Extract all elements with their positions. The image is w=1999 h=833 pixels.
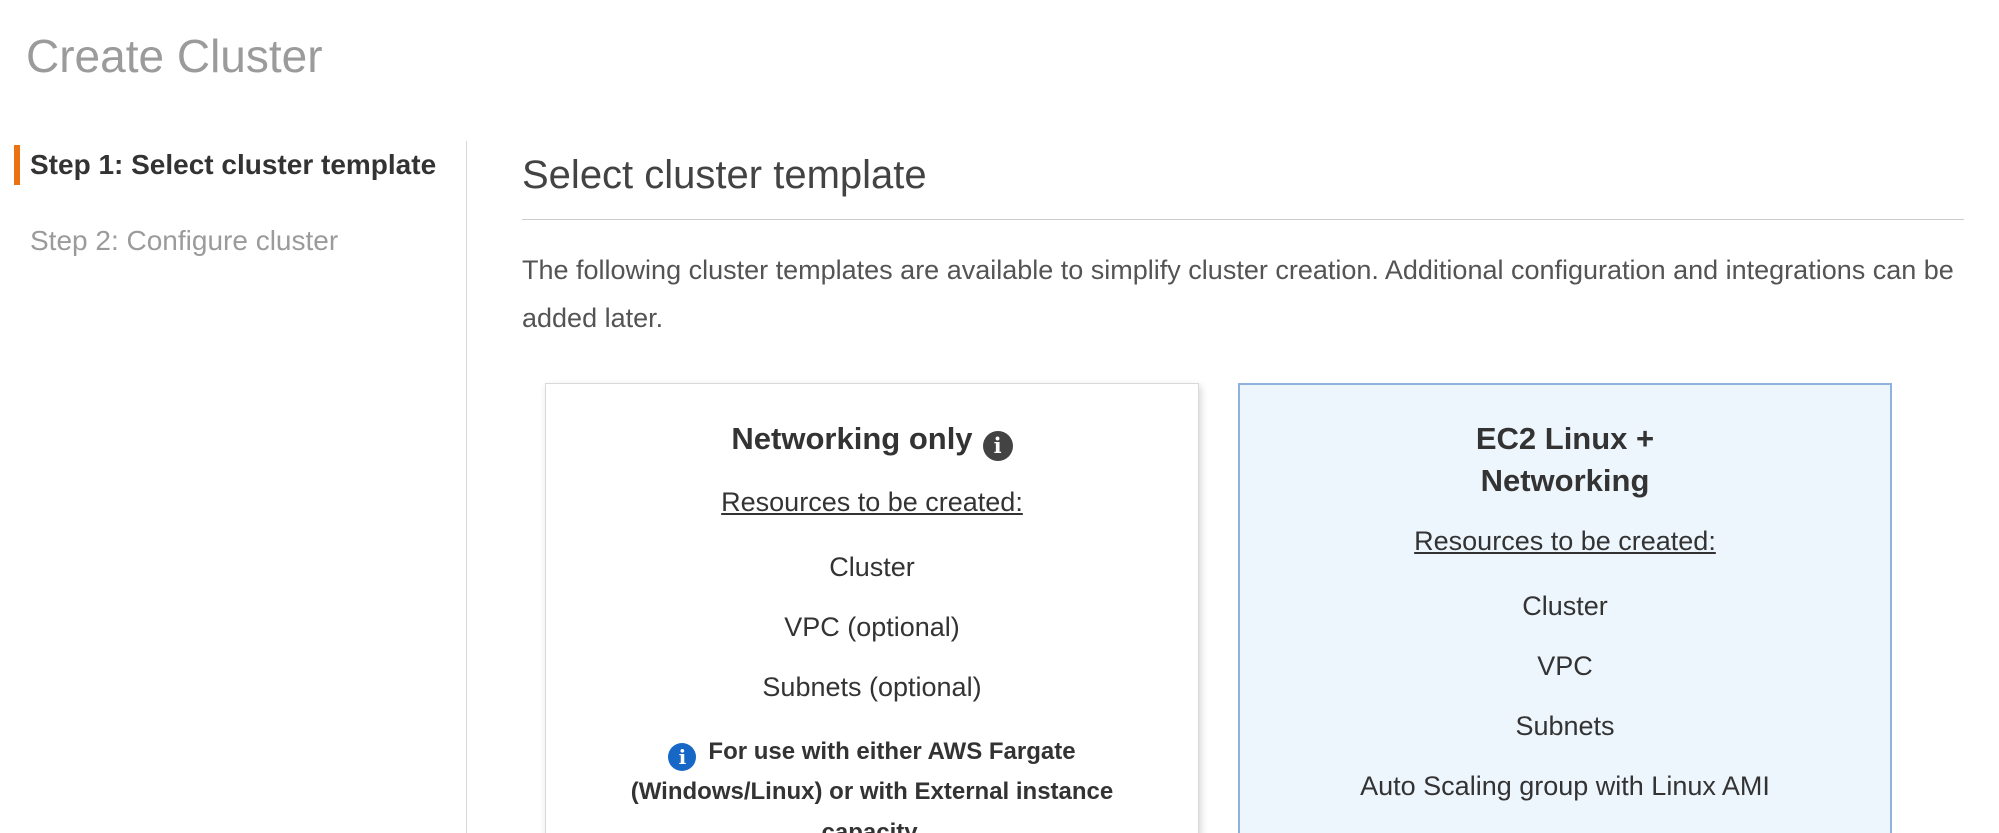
sidebar-step-2-configure-cluster[interactable]: Step 2: Configure cluster: [30, 224, 339, 256]
section-heading: Select cluster template: [522, 152, 927, 197]
template-card-ec2-linux-networking[interactable]: EC2 Linux + Networking Resources to be c…: [1238, 383, 1892, 833]
wizard-steps-sidebar: Step 1: Select cluster template Step 2: …: [0, 140, 467, 833]
card-title: Networking only i: [566, 418, 1178, 461]
resource-item: VPC: [1537, 650, 1593, 681]
resources-list: Cluster VPC (optional) Subnets (optional…: [566, 552, 1178, 732]
heading-divider: [522, 218, 1964, 220]
sidebar-step-1-select-cluster-template[interactable]: Step 1: Select cluster template: [14, 144, 466, 185]
fargate-usage-note-text: For use with either AWS Fargate (Windows…: [630, 737, 1114, 833]
page-title: Create Cluster: [26, 30, 323, 82]
resource-item: Subnets: [1515, 710, 1615, 741]
resources-list: Cluster VPC Subnets Auto Scaling group w…: [1259, 591, 1871, 831]
resource-item: Cluster: [829, 551, 915, 582]
template-cards-row: Networking only i Resources to be created…: [545, 383, 1964, 833]
card-title-text: Networking only: [731, 421, 973, 457]
template-card-networking-only[interactable]: Networking only i Resources to be created…: [545, 383, 1199, 833]
resource-item: VPC (optional): [784, 611, 960, 642]
card-title: EC2 Linux + Networking: [1475, 421, 1655, 498]
resource-item: Cluster: [1522, 590, 1608, 621]
section-description: The following cluster templates are avai…: [522, 254, 1954, 334]
info-icon[interactable]: i: [982, 430, 1013, 461]
main-content: Select cluster template The following cl…: [467, 141, 1999, 833]
resource-item: Subnets (optional): [762, 671, 982, 702]
resources-label: Resources to be created:: [721, 486, 1023, 517]
info-icon: i: [668, 742, 697, 771]
page-layout: Step 1: Select cluster template Step 2: …: [0, 140, 1999, 833]
resources-label: Resources to be created:: [1414, 525, 1716, 556]
resource-item: Auto Scaling group with Linux AMI: [1360, 770, 1770, 801]
